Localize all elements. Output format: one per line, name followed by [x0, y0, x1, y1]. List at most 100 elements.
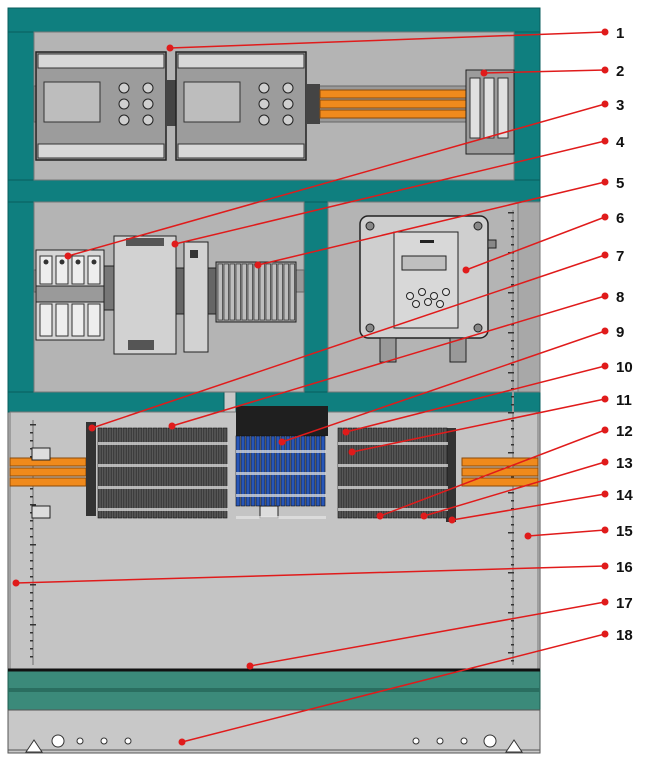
breaker-pole: [39, 303, 53, 337]
frame-center-post: [303, 201, 329, 393]
terminal-row-highlight: [338, 508, 448, 511]
terminal-block: [290, 435, 296, 507]
terminal-slice: [271, 263, 277, 321]
terminal-row-highlight: [98, 442, 228, 445]
terminal-block: [137, 427, 143, 519]
callout-6: 6: [462, 210, 624, 274]
terminal-slice: [241, 263, 247, 321]
terminal-block: [300, 435, 306, 507]
terminal-block: [187, 427, 193, 519]
terminal-slice: [265, 263, 271, 321]
breaker-screw: [75, 259, 81, 265]
left-rail-marks: [32, 420, 34, 665]
ruler-tick: [511, 476, 514, 478]
terminal-block: [412, 427, 418, 519]
terminal-row-highlight: [338, 464, 448, 467]
knob: [142, 82, 154, 94]
knob: [282, 114, 294, 126]
ruler-tick: [508, 572, 514, 574]
terminal-block: [202, 427, 208, 519]
terminal-block: [367, 427, 373, 519]
callout-7: 7: [88, 248, 624, 432]
ruler-tick: [508, 412, 514, 414]
knob: [282, 98, 294, 110]
ruler-tick: [511, 580, 514, 582]
top-copper-busbar: [319, 89, 467, 119]
terminal-block: [245, 435, 251, 507]
ruler-tick: [511, 436, 514, 438]
base-plinth-stripe: [8, 688, 540, 692]
callout-1: 1: [166, 25, 624, 52]
controller-module-2-knobs: [258, 82, 294, 126]
lcd-screen: [401, 255, 447, 271]
mounting-hole: [436, 737, 444, 745]
ruler-tick: [511, 396, 514, 398]
terminal-block: [407, 427, 413, 519]
ruler-tick: [30, 568, 33, 570]
terminal-row-highlight: [236, 450, 326, 453]
ruler-tick: [508, 292, 514, 294]
breaker-pole: [71, 303, 85, 337]
terminal-block: [342, 427, 348, 519]
callout-8: 8: [168, 289, 624, 430]
terminal-slice: [217, 263, 223, 321]
callout-18: 18: [178, 627, 633, 746]
ruler-tick: [30, 640, 33, 642]
terminal-block: [97, 427, 103, 519]
ruler-tick: [511, 244, 514, 246]
terminal-block: [117, 427, 123, 519]
busbar-bracket-left-top: [31, 447, 51, 461]
callout-9: 9: [278, 324, 624, 446]
terminal-block: [222, 427, 228, 519]
terminal-row-highlight: [98, 486, 228, 489]
terminal-block: [112, 427, 118, 519]
terminal-end-stop-right: [446, 428, 456, 522]
auxiliary-power-module: [183, 241, 217, 353]
callout-13: 13: [420, 455, 633, 520]
knob: [118, 98, 130, 110]
display-keypad: [406, 288, 450, 308]
terminal-block: [357, 427, 363, 519]
terminal-block: [280, 435, 286, 507]
terminal-block-group-right: [337, 427, 448, 519]
terminal-block: [442, 427, 448, 519]
terminal-block: [212, 427, 218, 519]
knob: [142, 114, 154, 126]
module-2-end-clamp: [306, 84, 320, 124]
callout-label-2: 2: [616, 63, 624, 80]
ruler-tick: [511, 620, 514, 622]
mounting-notch: [505, 739, 523, 753]
terminal-block: [102, 427, 108, 519]
ruler-tick: [511, 300, 514, 302]
ruler-tick: [511, 540, 514, 542]
module-separator: [166, 80, 176, 126]
terminal-block: [127, 427, 133, 519]
breaker-pole: [87, 303, 101, 337]
terminal-block: [152, 427, 158, 519]
ruler-tick: [511, 588, 514, 590]
ruler-tick: [511, 428, 514, 430]
terminal-block-group-blue: [235, 406, 328, 519]
terminal-block: [167, 427, 173, 519]
ruler-tick: [30, 520, 33, 522]
ruler-tick: [30, 528, 33, 530]
terminal-block: [422, 427, 428, 519]
terminal-block: [417, 427, 423, 519]
callout-label-6: 6: [616, 210, 624, 227]
ruler-tick: [30, 648, 33, 650]
callout-label-8: 8: [616, 289, 624, 306]
callout-17: 17: [246, 595, 633, 670]
knob: [142, 98, 154, 110]
terminal-end-stop-left: [86, 422, 96, 516]
callout-11: 11: [348, 392, 632, 456]
terminal-slice: [289, 263, 295, 321]
callout-label-9: 9: [616, 324, 624, 341]
terminal-block: [197, 427, 203, 519]
terminal-block: [315, 435, 321, 507]
callout-label-1: 1: [616, 25, 624, 42]
mounting-hole: [100, 737, 108, 745]
callout-15: 15: [524, 523, 633, 540]
ruler-tick: [511, 356, 514, 358]
ruler-tick: [511, 268, 514, 270]
